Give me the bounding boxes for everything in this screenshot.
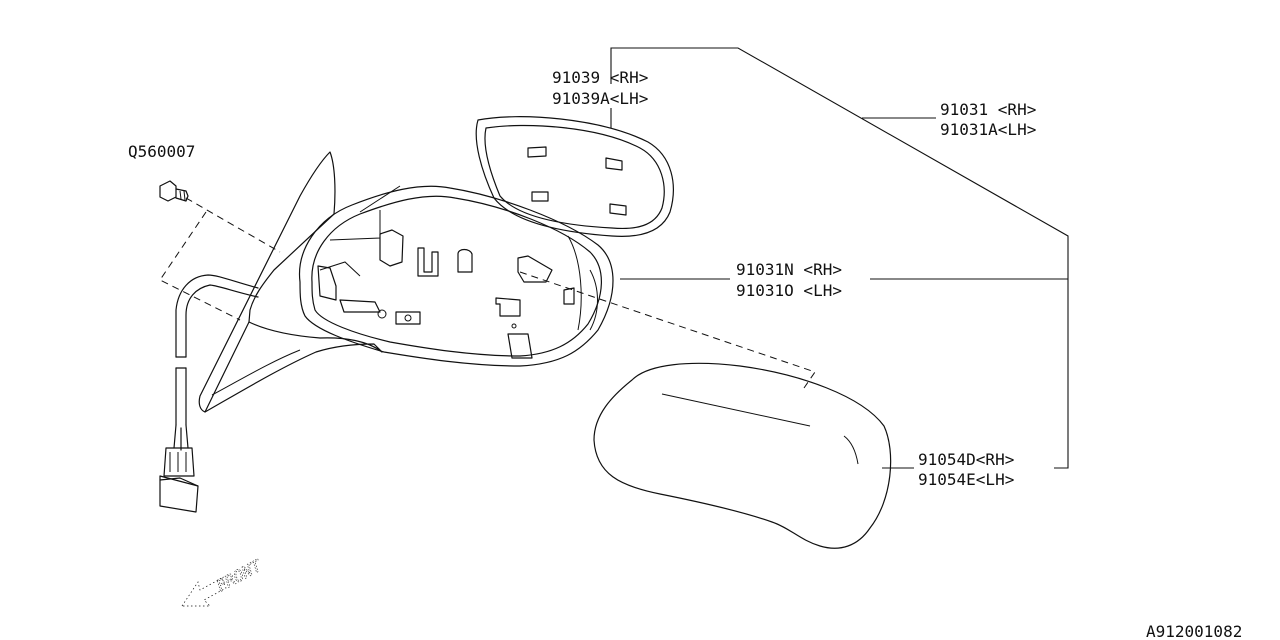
label-glass-91039a-lh: 91039A<LH> (552, 89, 648, 108)
install-guide-lines (159, 197, 816, 389)
part-number-labels: Q560007 91039 <RH> 91039A<LH> 91031 <RH>… (128, 68, 1242, 640)
label-cover-91054e-lh: 91054E<LH> (918, 470, 1014, 489)
front-direction-indicator: FRONT (181, 555, 266, 607)
mirror-housing-part (298, 185, 614, 367)
label-assy-91031-rh: 91031 <RH> (940, 100, 1036, 119)
mirror-glass-part (475, 116, 674, 237)
connector-part (159, 447, 199, 513)
label-screw-q560007: Q560007 (128, 142, 195, 161)
label-body-91031n-rh: 91031N <RH> (736, 260, 842, 279)
label-body-91031o-lh: 91031O <LH> (736, 281, 842, 300)
screw-part (159, 180, 189, 202)
front-direction-label: FRONT (213, 556, 266, 596)
diagram-reference-code: A912001082 (1146, 622, 1242, 640)
label-assy-91031a-lh: 91031A<LH> (940, 120, 1036, 139)
label-cover-91054d-rh: 91054D<RH> (918, 450, 1014, 469)
front-arrow-icon (181, 577, 227, 607)
leader-lines (610, 47, 1069, 469)
label-glass-91039-rh: 91039 <RH> (552, 68, 648, 87)
wire-harness-part (173, 274, 259, 451)
mirror-cover-part (593, 362, 892, 549)
mirror-base-part (198, 151, 383, 413)
